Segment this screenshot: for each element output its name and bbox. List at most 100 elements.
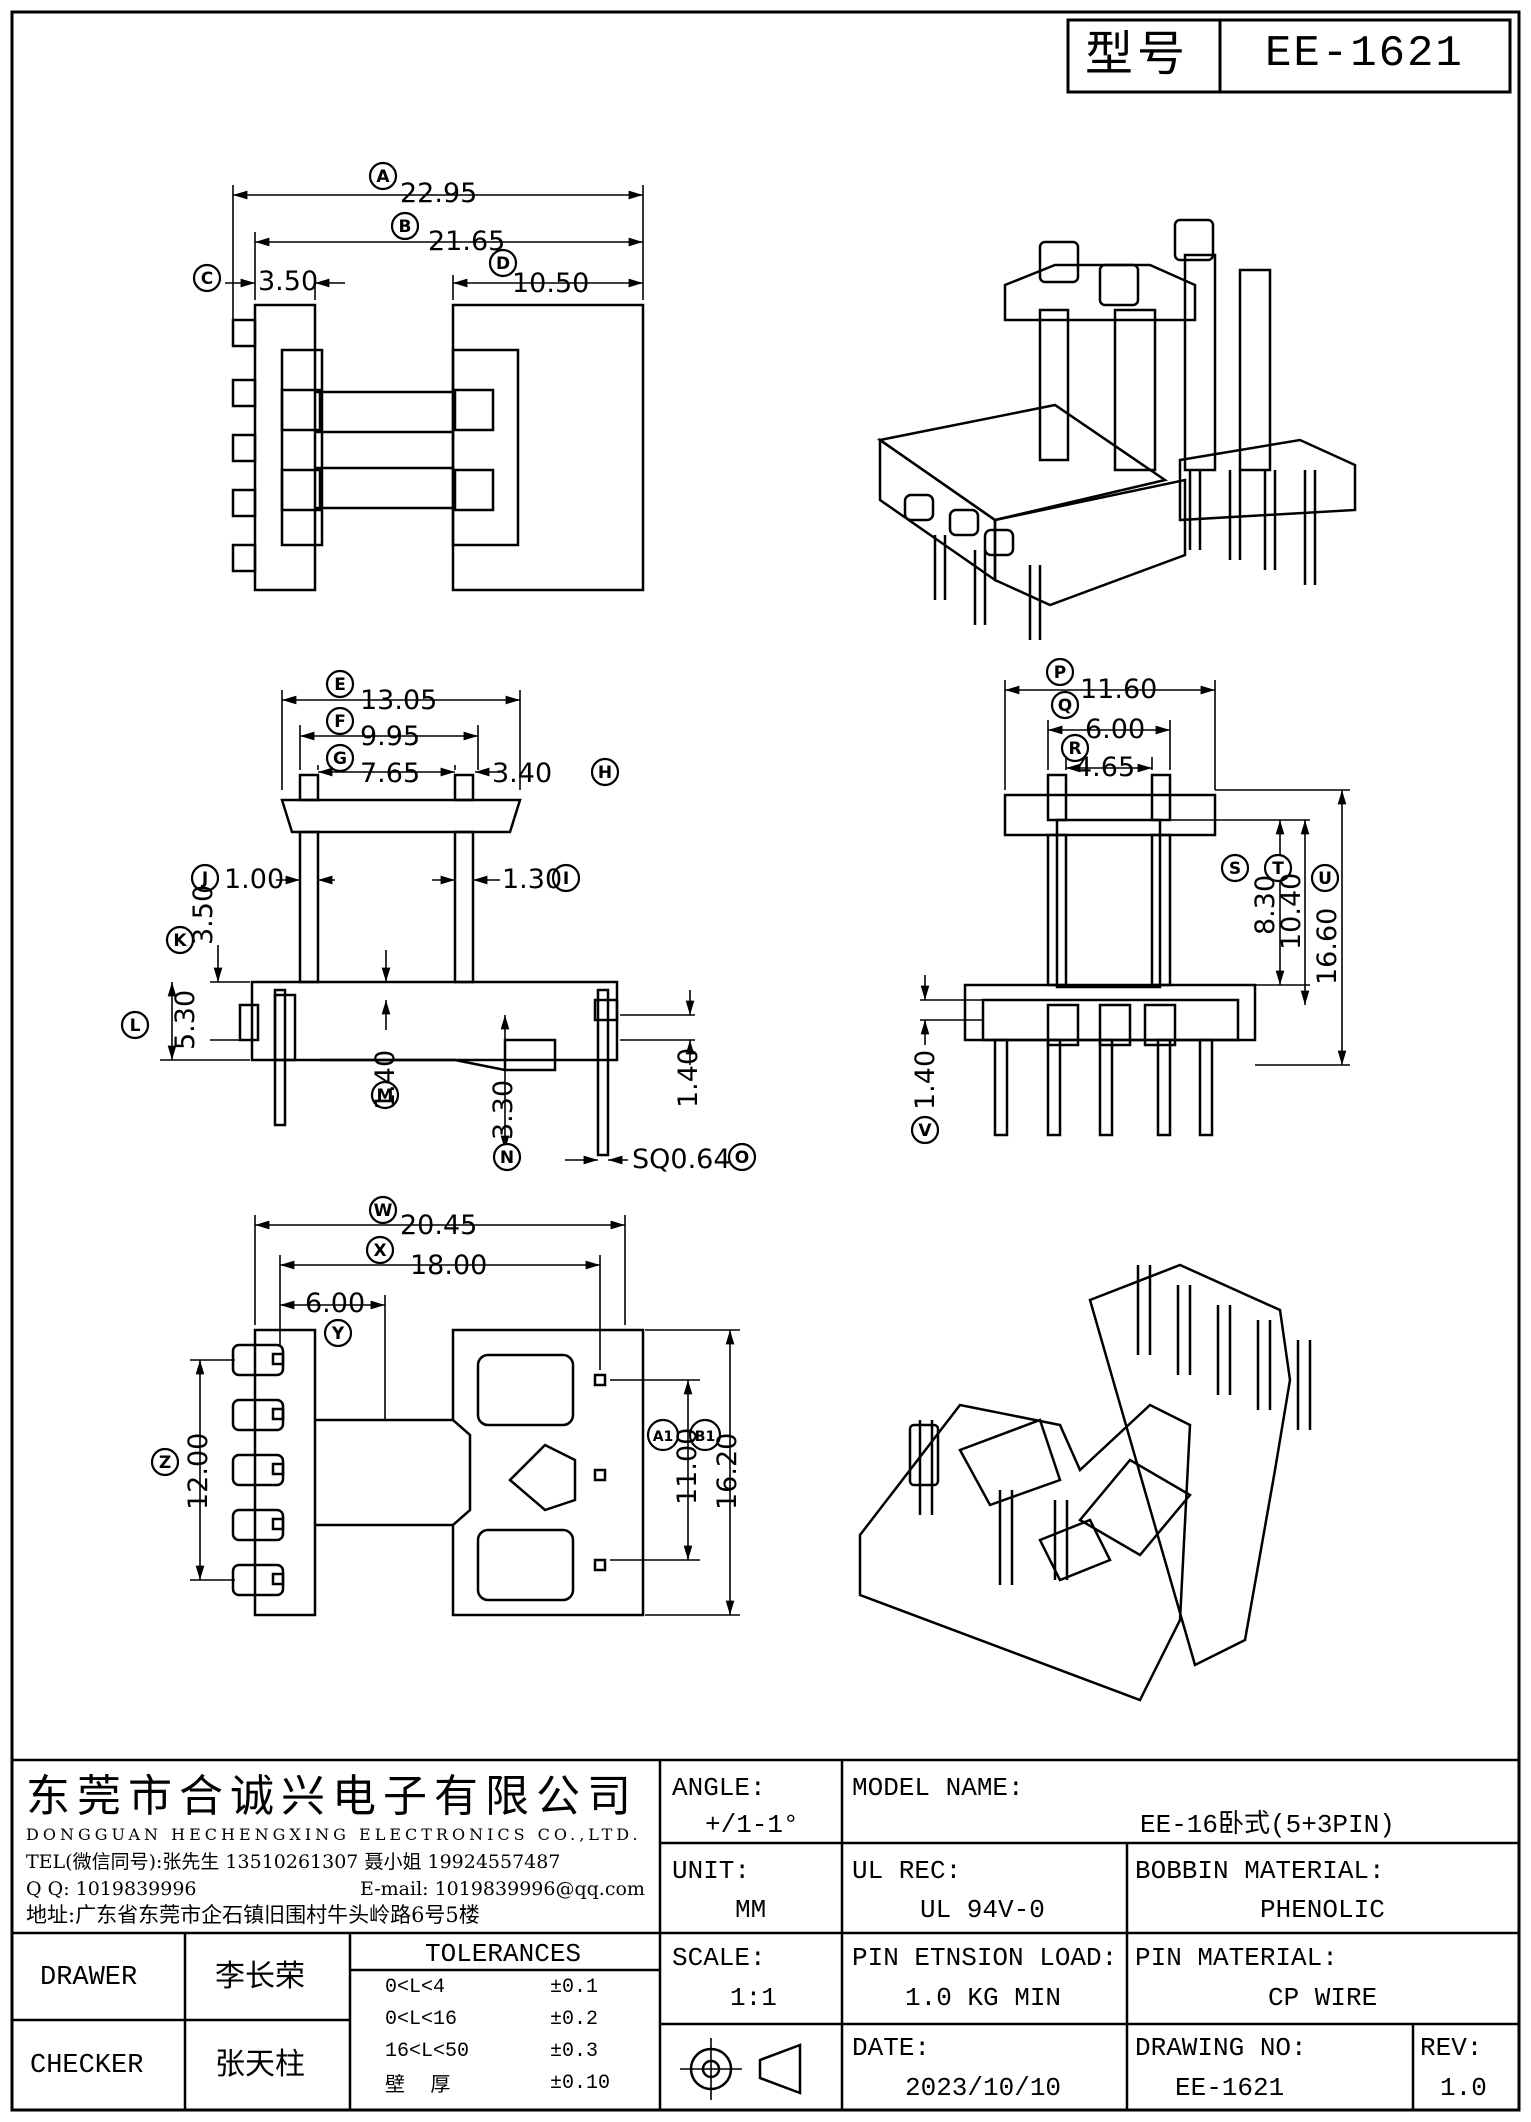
dim-w-value: 20.45 — [400, 1210, 478, 1241]
checker-value: 张天柱 — [215, 2047, 305, 2082]
dimension-marker-b: B — [399, 217, 412, 237]
company-qq: Q Q: 1019839996 — [26, 1878, 197, 1900]
dim-t-value: 10.40 — [1276, 872, 1307, 950]
top-view-dims — [225, 185, 644, 320]
dimension-marker-q: Q — [1058, 696, 1072, 716]
dimension-marker-i: I — [563, 869, 569, 889]
dimension-marker-r: R — [1068, 739, 1081, 759]
drawing-no-label: DRAWING NO: — [1135, 2033, 1307, 2063]
dim-s-value: 8.30 — [1250, 874, 1281, 935]
dim-i-value: 1.30 — [502, 864, 563, 895]
dim-pin-height-value: 1.40 — [673, 1047, 704, 1108]
tolerance-value: ±0.10 — [550, 2072, 611, 2095]
dim-r-value: 4.65 — [1075, 752, 1136, 783]
dim-v-value: 1.40 — [910, 1049, 941, 1110]
dim-b1-value: 16.20 — [712, 1432, 743, 1510]
bottom-view-dims — [190, 1215, 740, 1616]
date-label: DATE: — [852, 2033, 931, 2063]
model-name-label: MODEL NAME: — [852, 1773, 1024, 1803]
pin-load-label: PIN ETNSION LOAD: — [852, 1943, 1118, 1973]
dimension-marker-s: S — [1229, 859, 1241, 879]
tolerance-range: 0<L<16 — [385, 2008, 458, 2031]
dimension-marker-g: G — [333, 749, 347, 769]
drawing-no-value: EE-1621 — [1175, 2073, 1285, 2103]
tolerance-value: ±0.2 — [550, 2008, 599, 2031]
isometric-view-top — [876, 218, 1357, 640]
dimension-marker-m-circle — [370, 1080, 400, 1110]
dimension-marker-v-circle — [910, 1115, 940, 1145]
angle-label: ANGLE: — [672, 1773, 766, 1803]
dim-h-value: 3.40 — [492, 758, 553, 789]
dimension-marker-n-circle — [492, 1142, 522, 1172]
scale-label: SCALE: — [672, 1943, 766, 1973]
model-box-value: EE-1621 — [1265, 29, 1464, 79]
dimension-marker-b1: B1 — [695, 1429, 715, 1445]
dim-z-value: 12.00 — [183, 1432, 214, 1510]
bottom-view — [231, 1328, 645, 1617]
side-view — [963, 773, 1257, 1137]
model-box-label: 型号 — [1085, 26, 1190, 82]
pin-load-value: 1.0 KG MIN — [905, 1983, 1062, 2013]
dimension-marker-l: L — [130, 1016, 141, 1036]
dimension-marker-t-circle — [1263, 853, 1293, 883]
bobbin-material-value: PHENOLIC — [1260, 1895, 1385, 1925]
dimension-marker-e: E — [334, 675, 346, 695]
scale-value: 1:1 — [730, 1983, 777, 2013]
dim-a1-value: 11.00 — [672, 1427, 703, 1505]
dim-d-value: 10.50 — [512, 268, 590, 299]
tolerance-range: 0<L<4 — [385, 1976, 446, 1999]
sheet-border — [10, 10, 1521, 2112]
dimension-marker-r-circle — [1060, 733, 1090, 763]
dimension-marker-e-circle — [325, 669, 355, 699]
tolerance-value: ±0.3 — [550, 2040, 599, 2063]
dim-l-value: 5.30 — [170, 989, 201, 1050]
dimension-marker-v: V — [918, 1121, 932, 1141]
dimension-marker-h-circle — [590, 757, 620, 787]
dimension-marker-c: C — [201, 269, 213, 289]
bobbin-material-label: BOBBIN MATERIAL: — [1135, 1856, 1385, 1886]
pin-material-label: PIN MATERIAL: — [1135, 1943, 1338, 1973]
dimension-marker-o-circle — [727, 1142, 757, 1172]
dimension-marker-m: M — [377, 1086, 394, 1106]
unit-value: MM — [735, 1895, 767, 1925]
dimension-marker-z-circle — [150, 1447, 180, 1477]
dimension-marker-f-circle — [325, 706, 355, 736]
dimension-marker-d: D — [496, 254, 510, 274]
dimension-marker-b-circle — [390, 211, 420, 241]
top-view — [231, 303, 645, 592]
dimension-marker-a1-circle — [646, 1418, 680, 1452]
dimension-marker-a-circle — [368, 161, 398, 191]
tolerance-range: 壁 厚 — [385, 2072, 451, 2096]
tolerance-range: 16<L<50 — [385, 2040, 470, 2063]
dim-b-value: 21.65 — [428, 226, 506, 257]
dim-p-value: 11.60 — [1080, 674, 1158, 705]
company-tel: TEL(微信同号):张先生 13510261307 聂小姐 1992455748… — [26, 1851, 561, 1873]
dimension-marker-x: X — [373, 1241, 386, 1261]
dimension-marker-p-circle — [1045, 657, 1075, 687]
front-view — [238, 773, 619, 1157]
side-view-dims — [920, 680, 1350, 1066]
dim-c-value: 3.50 — [258, 266, 319, 297]
model-box — [1066, 18, 1512, 94]
dimension-marker-i-circle — [551, 863, 581, 893]
tolerance-value: ±0.1 — [550, 1976, 599, 1999]
dimension-marker-w: W — [374, 1201, 393, 1221]
dim-a-value: 22.95 — [400, 178, 478, 209]
ul-rec-value: UL 94V-0 — [920, 1895, 1045, 1925]
dimension-marker-x-circle — [365, 1235, 395, 1265]
dimension-marker-j-circle — [190, 863, 220, 893]
dimension-marker-b1-circle — [688, 1418, 722, 1452]
title-block-grid — [12, 1758, 1519, 2110]
company-name-en: DONGGUAN HECHENGXING ELECTRONICS CO.,LTD… — [26, 1825, 642, 1844]
dim-g-value: 7.65 — [360, 758, 421, 789]
dim-j-value: 1.00 — [224, 864, 285, 895]
front-view-dims — [160, 690, 695, 1165]
dimension-marker-j: J — [201, 869, 208, 889]
dimension-marker-q-circle — [1050, 690, 1080, 720]
model-name-value: EE-16卧式(5+3PIN) — [1140, 1810, 1395, 1840]
dimension-marker-y: Y — [331, 1324, 345, 1344]
angle-value: +/1-1° — [705, 1810, 799, 1840]
dimension-marker-d-circle — [488, 248, 518, 278]
